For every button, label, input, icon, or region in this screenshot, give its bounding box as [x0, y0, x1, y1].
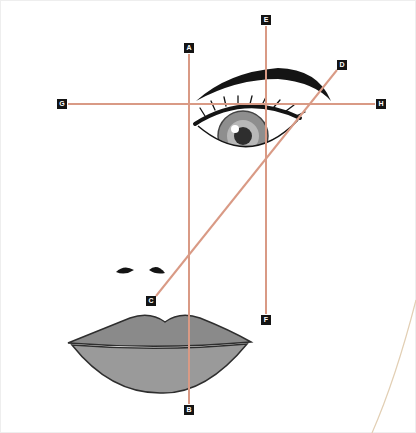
line-tag: C [146, 296, 156, 306]
line-tag: G [57, 99, 67, 109]
lower-lid [198, 120, 298, 147]
face-outline [372, 300, 416, 433]
line-tag: B [184, 405, 194, 415]
line-tag: D [337, 60, 347, 70]
guide-lines [68, 26, 375, 404]
lower-lip [72, 344, 247, 393]
line-tag: F [261, 315, 271, 325]
line-tag: E [261, 15, 271, 25]
iris [218, 111, 268, 161]
line-tag: H [376, 99, 386, 109]
eyelashes [200, 96, 305, 116]
eyebrow [196, 68, 331, 101]
nostril [116, 267, 134, 273]
nostril [149, 267, 165, 273]
line-tag: A [184, 43, 194, 53]
upper-lid [195, 106, 300, 124]
upper-lip [68, 315, 251, 346]
